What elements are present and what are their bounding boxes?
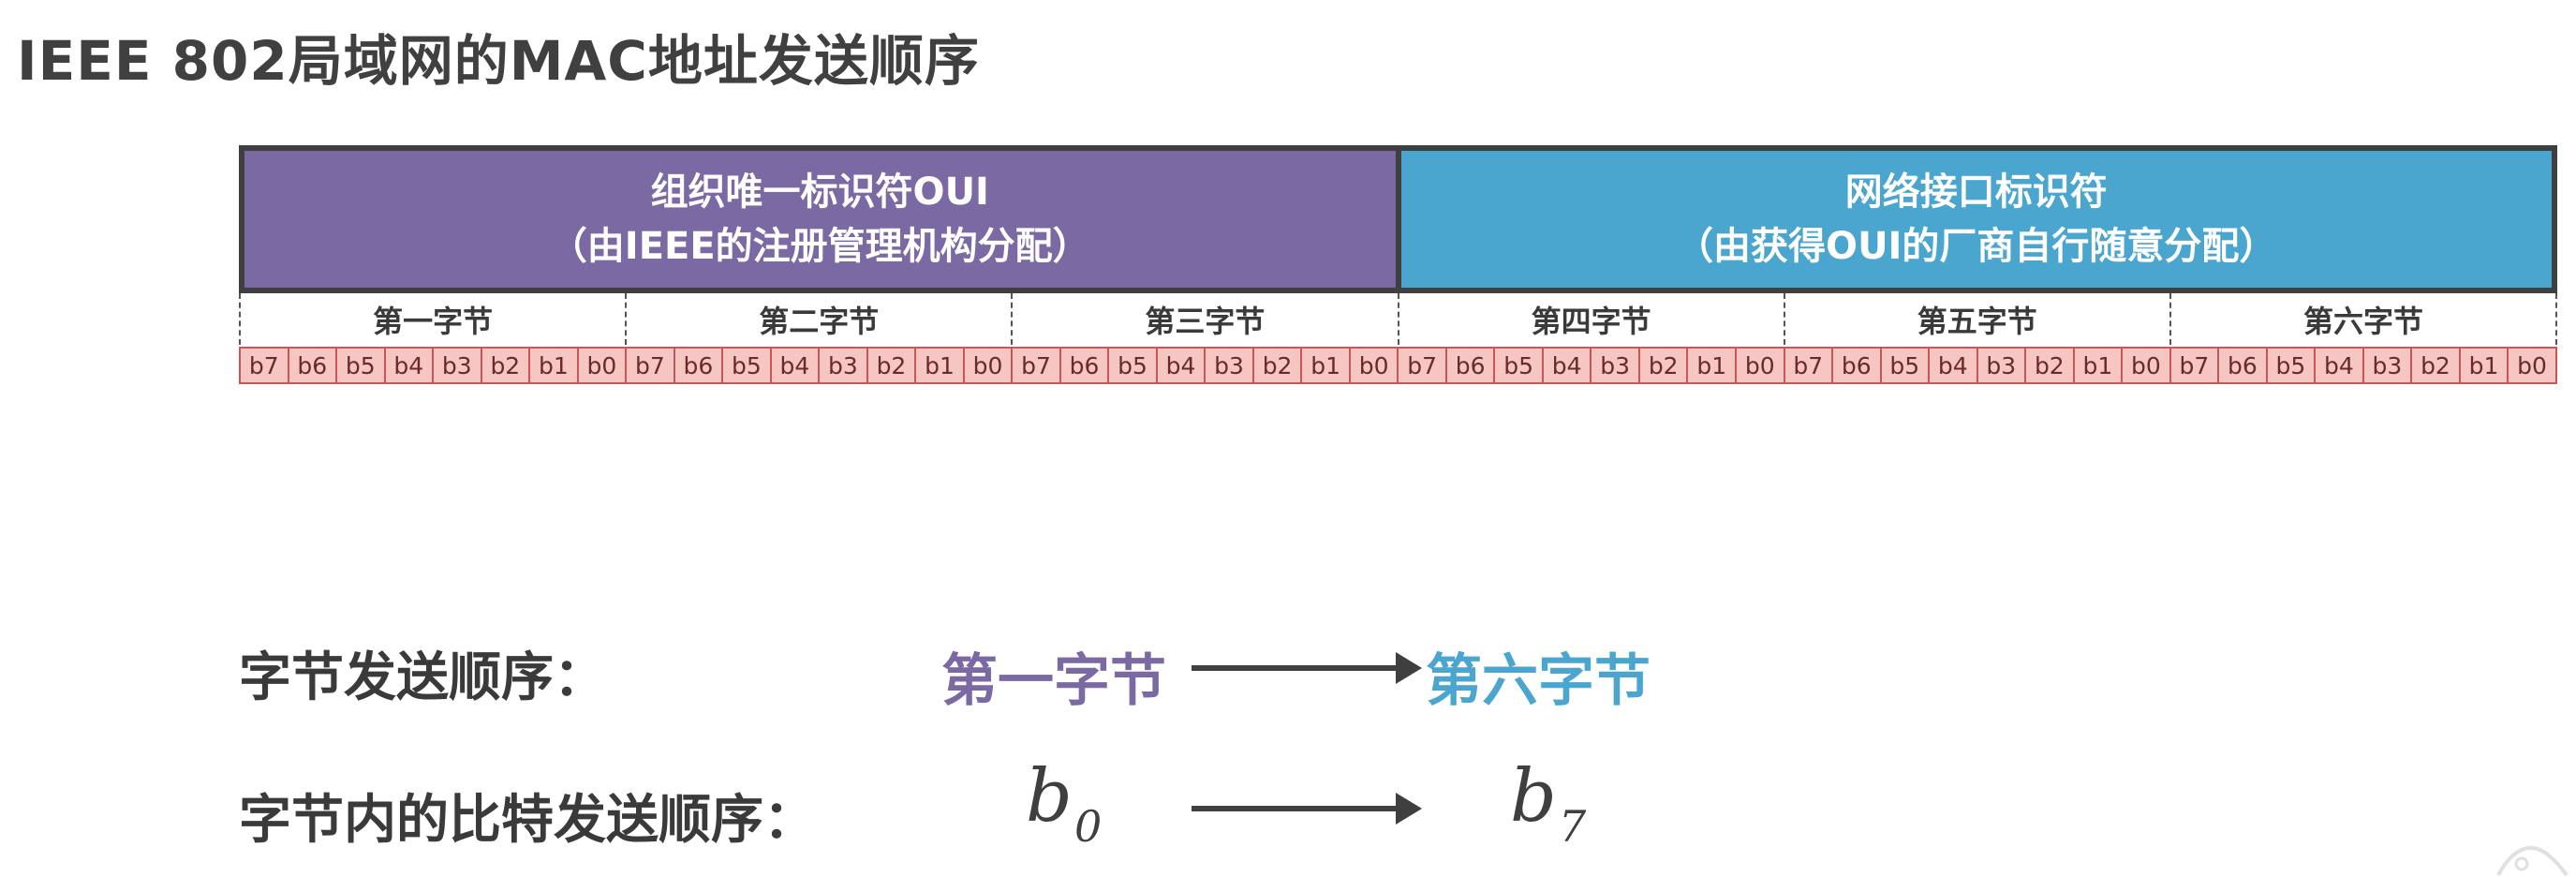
bit-order-to-var: b [1510, 754, 1557, 839]
bit-cell: b4 [1928, 347, 1978, 384]
bit-cell: b1 [2072, 347, 2124, 384]
byte-label: 第五字节 [1783, 293, 2169, 345]
byte-order-to: 第六字节 [1426, 648, 1651, 714]
bit-cell: b1 [1300, 347, 1351, 384]
bit-cell: b4 [2314, 347, 2364, 384]
bit-cell: b5 [1107, 347, 1158, 384]
bit-cell: b0 [962, 347, 1014, 384]
mac-address-diagram: 组织唯一标识符OUI （由IEEE的注册管理机构分配） 网络接口标识符 （由获得… [239, 145, 2558, 384]
bit-cell: b2 [1251, 347, 1303, 384]
bit-cell: b5 [2265, 347, 2317, 384]
bit-cell: b6 [1831, 347, 1882, 384]
bit-cell: b6 [673, 347, 724, 384]
oui-title: 组织唯一标识符OUI [650, 171, 989, 214]
bit-cell: b6 [2217, 347, 2268, 384]
bit-cell: b4 [383, 347, 435, 384]
bit-cell: b1 [1686, 347, 1737, 384]
watermark-icon [2496, 846, 2569, 877]
oui-block: 组织唯一标识符OUI （由IEEE的注册管理机构分配） [244, 151, 1401, 288]
bit-cell: b6 [1444, 347, 1496, 384]
bit-cell: b1 [528, 347, 579, 384]
bit-cell: b7 [239, 347, 289, 384]
byte-label: 第二字节 [625, 293, 1011, 345]
bit-order-label: 字节内的比特发送顺序： [239, 790, 816, 851]
bytes-row: 第一字节第二字节第三字节第四字节第五字节第六字节 [239, 293, 2558, 345]
bit-cell: b5 [335, 347, 386, 384]
bit-cell: b3 [432, 347, 482, 384]
page-title: IEEE 802局域网的MAC地址发送顺序 [17, 29, 980, 93]
bit-cell: b5 [1493, 347, 1544, 384]
bit-cell: b2 [1637, 347, 1689, 384]
byte-order-from: 第一字节 [941, 648, 1166, 714]
byte-label: 第三字节 [1011, 293, 1397, 345]
bit-cell: b7 [2169, 347, 2220, 384]
byte-order-arrow [1192, 652, 1422, 684]
nic-block: 网络接口标识符 （由获得OUI的厂商自行随意分配） [1400, 151, 2552, 288]
bit-order-from: b0 [1026, 754, 1102, 852]
bit-cell: b2 [866, 347, 917, 384]
nic-title: 网络接口标识符 [1844, 171, 2108, 214]
bit-cell: b2 [2410, 347, 2461, 384]
bit-cell: b0 [1348, 347, 1399, 384]
byte-order-label: 字节发送顺序： [239, 647, 606, 708]
bit-cell: b3 [2361, 347, 2413, 384]
bit-cell: b6 [287, 347, 338, 384]
bit-cell: b1 [2458, 347, 2509, 384]
bit-cell: b0 [2121, 347, 2171, 384]
bit-cell: b4 [1155, 347, 1207, 384]
bit-cell: b4 [769, 347, 821, 384]
bit-cell: b2 [480, 347, 531, 384]
byte-label: 第六字节 [2169, 293, 2558, 345]
bit-order-arrow [1192, 793, 1422, 825]
byte-label: 第四字节 [1397, 293, 1784, 345]
bit-order-from-var: b [1026, 754, 1073, 839]
bit-cell: b3 [1204, 347, 1254, 384]
bit-cell: b3 [1976, 347, 2027, 384]
bit-cell: b3 [1590, 347, 1640, 384]
byte-label: 第一字节 [239, 293, 625, 345]
bit-cell: b7 [625, 347, 675, 384]
bit-cell: b0 [2507, 347, 2557, 384]
bit-cell: b2 [2024, 347, 2075, 384]
address-header-row: 组织唯一标识符OUI （由IEEE的注册管理机构分配） 网络接口标识符 （由获得… [239, 145, 2557, 293]
oui-subtitle: （由IEEE的注册管理机构分配） [549, 225, 1090, 268]
bit-cell: b0 [1734, 347, 1785, 384]
bit-cell: b7 [1397, 347, 1447, 384]
bit-cell: b4 [1541, 347, 1592, 384]
bit-cell: b0 [576, 347, 628, 384]
bit-cell: b1 [914, 347, 965, 384]
nic-subtitle: （由获得OUI的厂商自行随意分配） [1676, 225, 2277, 268]
bit-order-to: b7 [1510, 754, 1586, 852]
bit-order-from-sub: 0 [1073, 801, 1103, 852]
bit-cell: b5 [1879, 347, 1931, 384]
bit-order-to-sub: 7 [1558, 801, 1587, 852]
bit-cell: b5 [721, 347, 772, 384]
bit-cell: b7 [1011, 347, 1061, 384]
bit-cell: b3 [818, 347, 868, 384]
bit-cell: b7 [1783, 347, 1834, 384]
bit-cell: b6 [1059, 347, 1110, 384]
